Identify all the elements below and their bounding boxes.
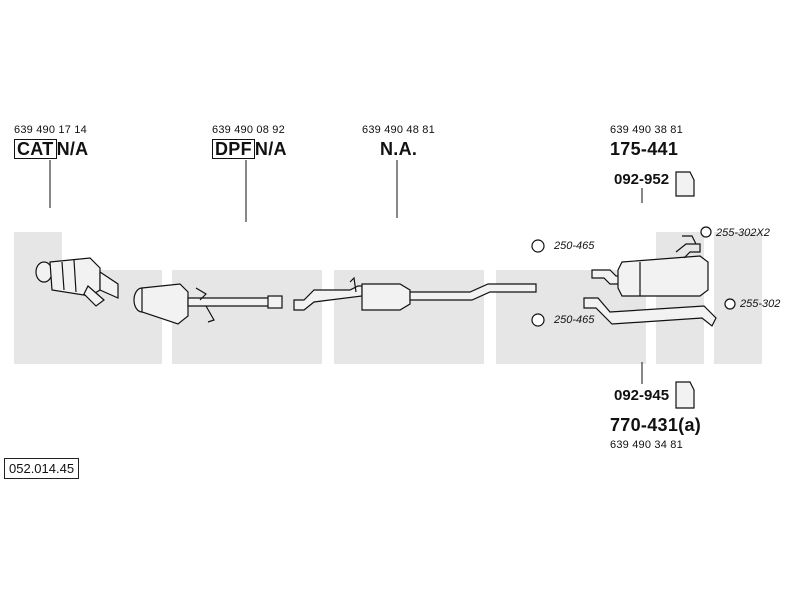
- particulate-filter: [133, 283, 283, 325]
- mid-part-number: 639 490 48 81: [362, 124, 435, 136]
- tail-part-number: 639 490 34 81: [610, 439, 683, 451]
- diagram-reference-number: 052.014.45: [4, 458, 80, 479]
- dpf-value: N/A: [254, 139, 287, 159]
- catalytic-converter: [35, 257, 119, 307]
- tail-code: 770-431(a): [610, 415, 702, 435]
- dpf-part-number: 639 490 08 92: [212, 124, 285, 136]
- rear-part-number: 639 490 38 81: [610, 124, 683, 136]
- hanger-lower-code: 092-945: [614, 387, 670, 404]
- clamp-left-lower-code: 250-465: [554, 314, 595, 326]
- clamp-left-upper-code: 250-465: [554, 240, 595, 252]
- cat-box: CAT: [14, 139, 57, 159]
- cat-value: N/A: [56, 139, 89, 159]
- clamp-upper-code: 255-302X2: [716, 227, 770, 239]
- cat-part-number: 639 490 17 14: [14, 124, 87, 136]
- hanger-brackets: [675, 171, 695, 409]
- middle-silencer: [293, 276, 537, 311]
- dpf-box: DPF: [212, 139, 255, 159]
- rear-code: 175-441: [610, 139, 679, 159]
- leader-lines: [49, 160, 643, 384]
- hanger-upper-code: 092-952: [614, 171, 670, 188]
- mid-value: N.A.: [380, 139, 418, 159]
- clamp-right-lower-code: 255-302: [740, 298, 781, 310]
- brand-watermark: [14, 232, 762, 364]
- rear-muffler: [591, 235, 709, 297]
- tail-pipe: [583, 297, 717, 327]
- clamp-symbols: [531, 226, 736, 327]
